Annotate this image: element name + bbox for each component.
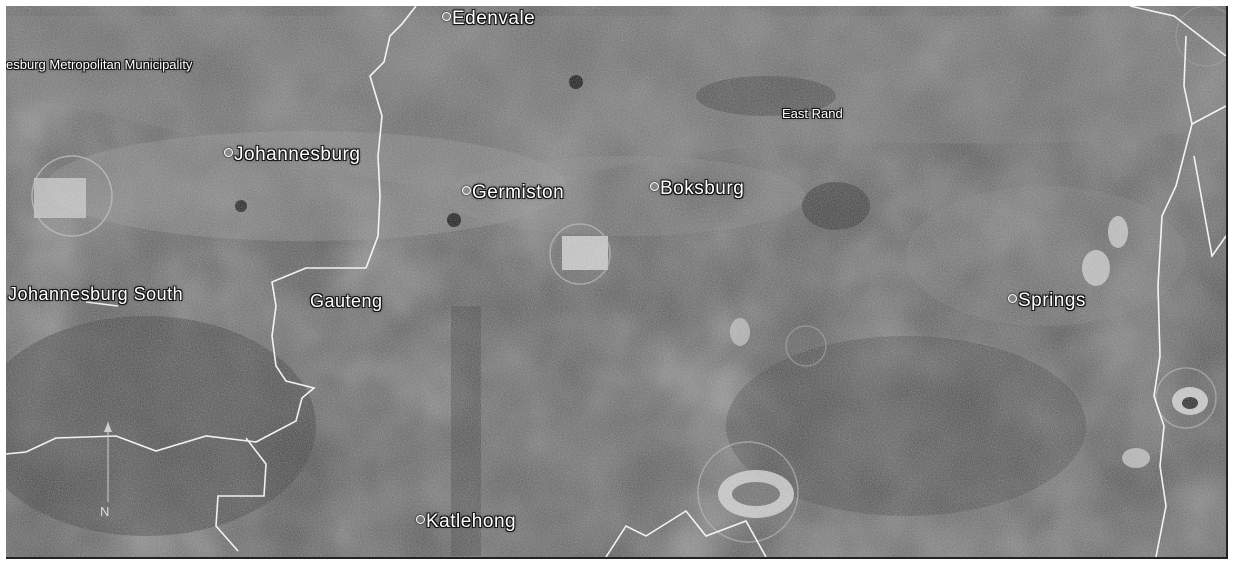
place-label-text: Springs — [1018, 290, 1086, 311]
place-label-municipality[interactable]: esburg Metropolitan Municipality — [6, 57, 192, 72]
place-label-katlehong[interactable]: Katlehong — [416, 511, 516, 533]
place-label-text: Johannesburg South — [8, 284, 184, 304]
place-label-edenvale[interactable]: Edenvale — [442, 8, 535, 30]
place-label-east-rand[interactable]: East Rand — [782, 106, 843, 121]
north-arrow: N — [98, 422, 118, 532]
place-label-text: Johannesburg — [234, 144, 361, 165]
place-label-text: Katlehong — [426, 511, 517, 532]
place-label-boksburg[interactable]: Boksburg — [650, 178, 744, 200]
satellite-terrain — [6, 6, 1226, 557]
place-marker-icon — [442, 12, 451, 21]
place-label-text: esburg Metropolitan Municipality — [6, 57, 193, 72]
place-label-springs[interactable]: Springs — [1008, 290, 1086, 312]
place-marker-icon — [224, 148, 233, 157]
place-label-text: East Rand — [782, 106, 843, 121]
place-label-text: Boksburg — [660, 178, 745, 199]
place-label-text: Germiston — [472, 182, 565, 203]
place-label-gauteng[interactable]: Gauteng — [310, 291, 383, 312]
north-arrow-icon — [104, 422, 112, 502]
place-label-text: Edenvale — [452, 8, 536, 29]
place-label-johannesburg-south[interactable]: Johannesburg South — [8, 284, 183, 305]
place-marker-icon — [650, 182, 659, 191]
place-marker-icon — [1008, 294, 1017, 303]
place-label-johannesburg[interactable]: Johannesburg — [224, 144, 360, 166]
place-label-germiston[interactable]: Germiston — [462, 182, 564, 204]
satellite-map[interactable]: N Edenvale esburg Metropolitan Municipal… — [6, 6, 1228, 559]
place-label-text: Gauteng — [310, 291, 383, 311]
north-arrow-letter: N — [100, 504, 110, 519]
place-marker-icon — [416, 515, 425, 524]
place-marker-icon — [462, 186, 471, 195]
